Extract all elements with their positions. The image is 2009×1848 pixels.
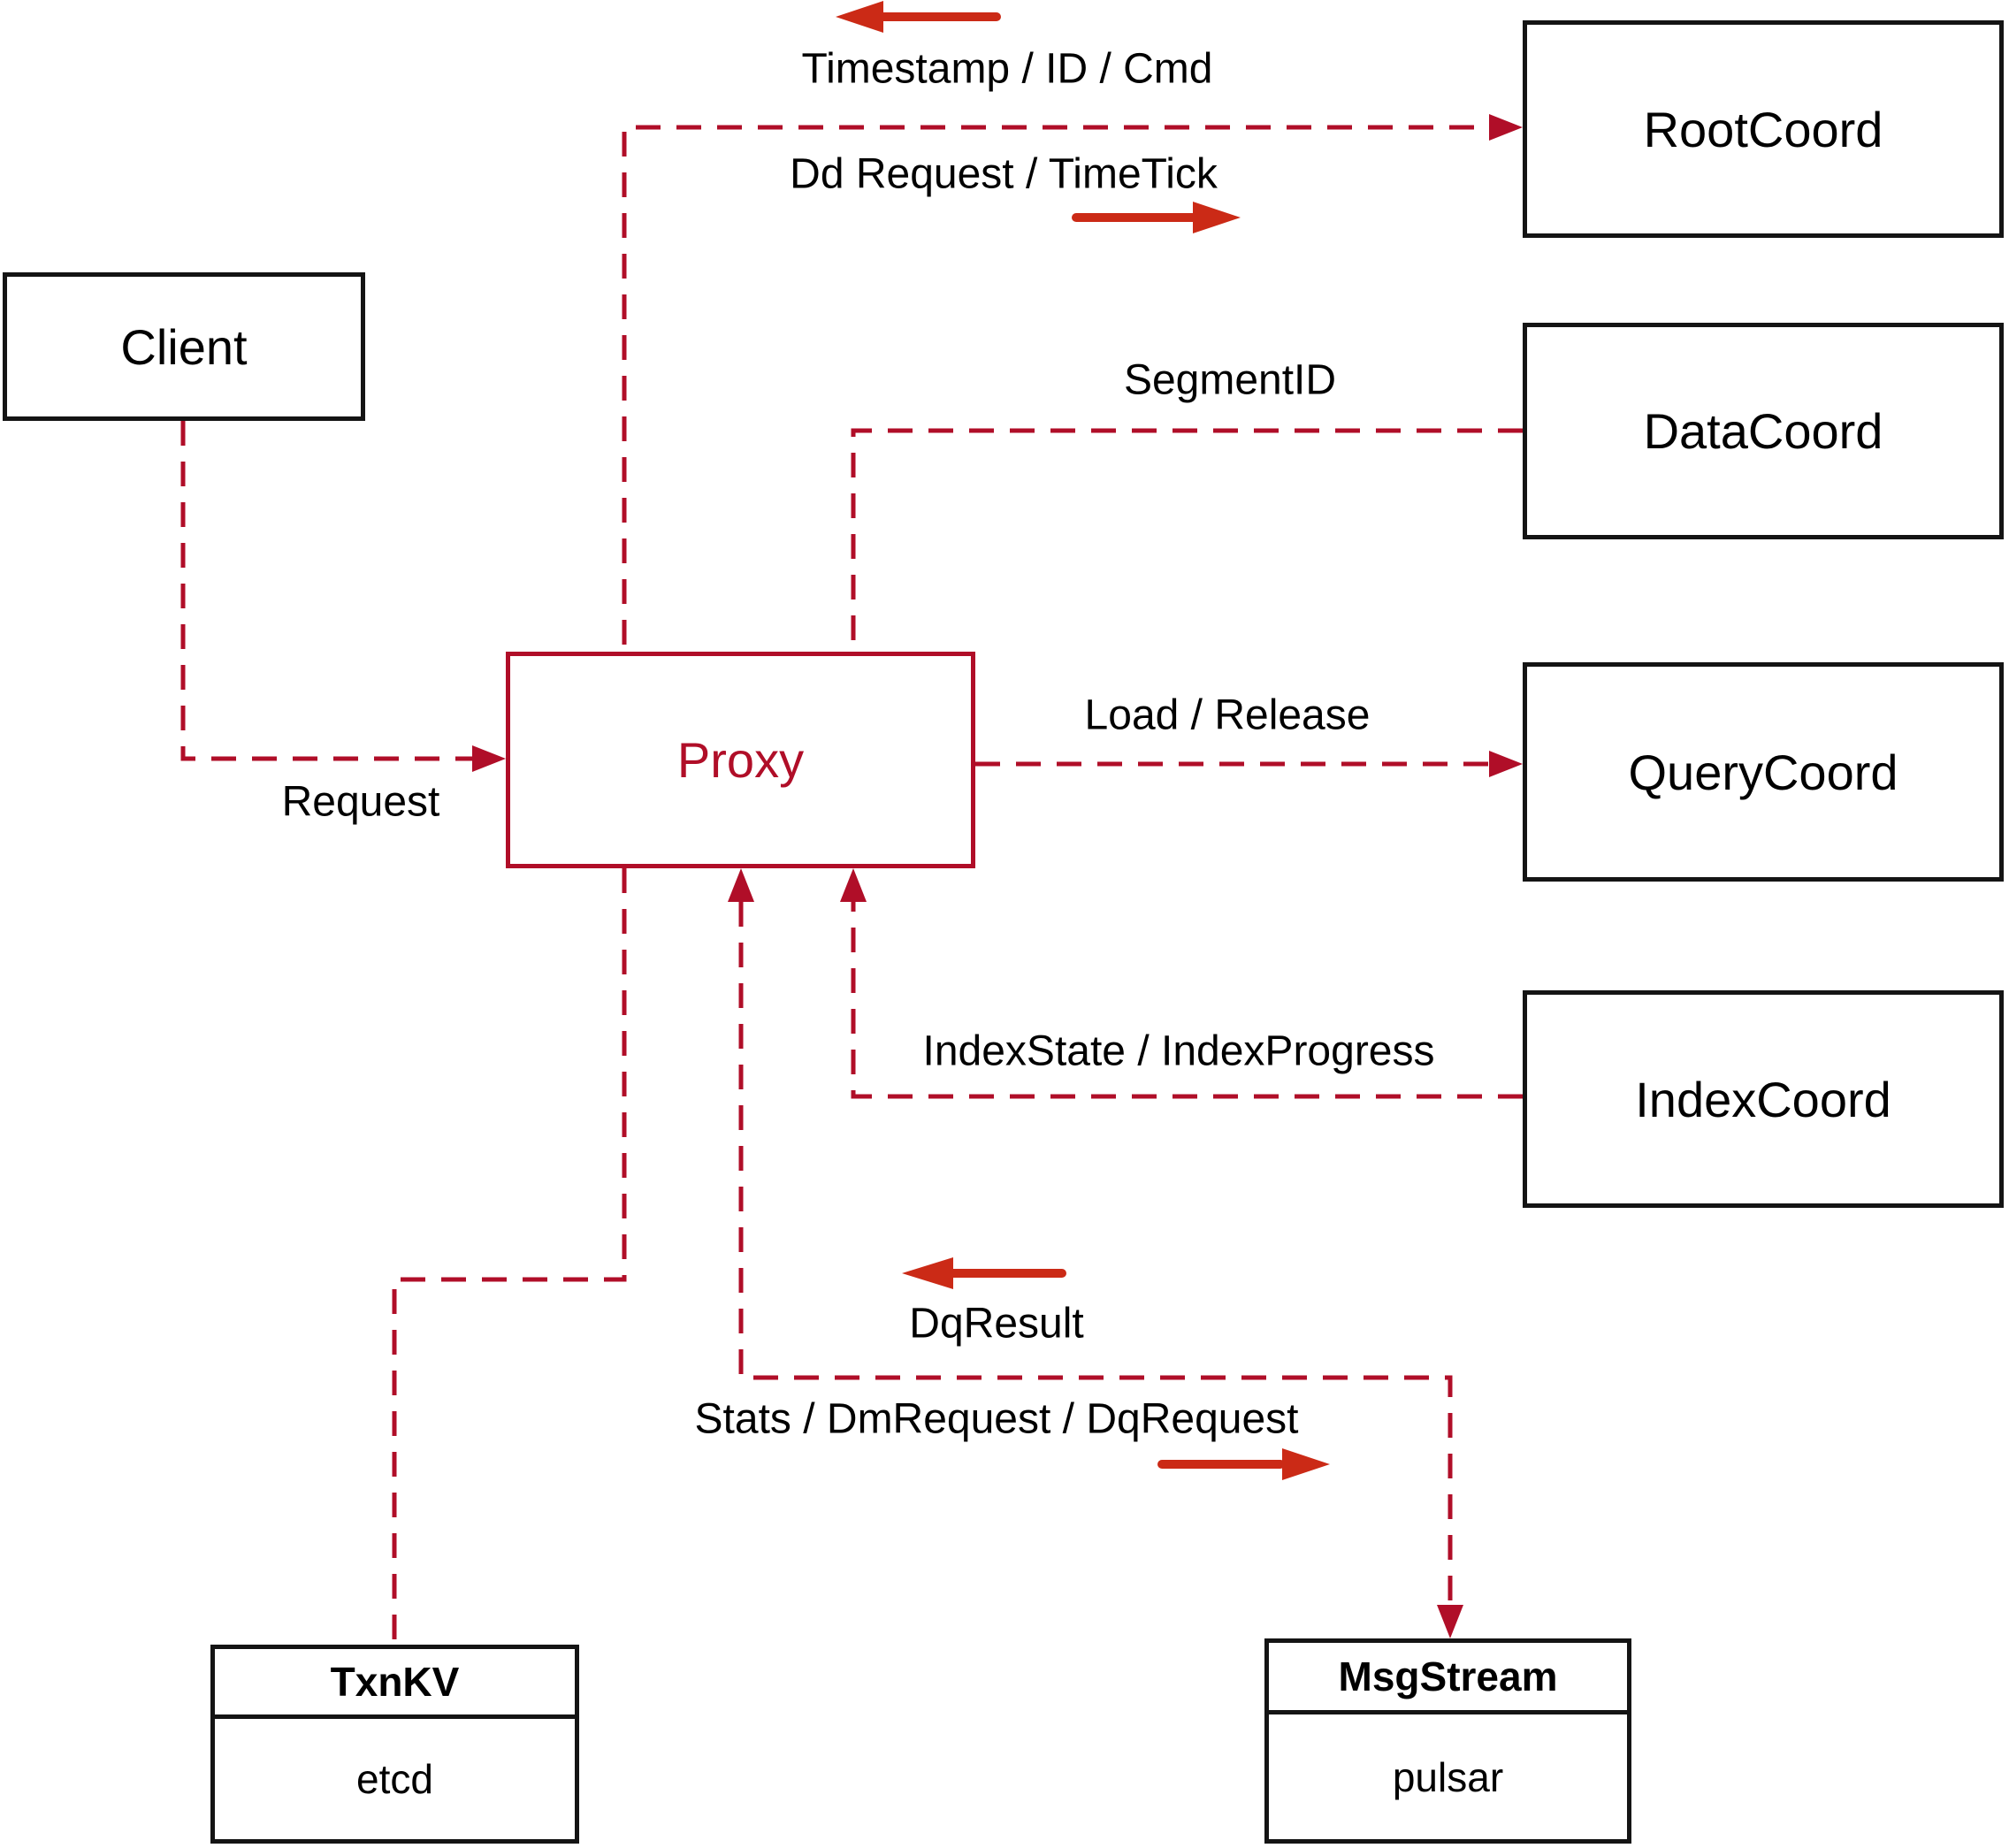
node-datacoord-label: DataCoord xyxy=(1643,403,1883,459)
node-txnkv-title: TxnKV xyxy=(215,1649,575,1719)
edge-label-timestamp-id-cmd: Timestamp / ID / Cmd xyxy=(801,45,1213,93)
arrowhead-into-proxy-bottom-msgstream xyxy=(728,868,754,902)
node-indexcoord-label: IndexCoord xyxy=(1635,1071,1891,1127)
edge-datacoord-proxy xyxy=(851,428,1523,685)
arrowhead-into-proxy-bottom-indexcoord xyxy=(840,868,867,902)
node-rootcoord-label: RootCoord xyxy=(1643,101,1883,157)
direction-arrow-left-timestamp-head xyxy=(836,1,883,33)
edge-proxy-msgstream xyxy=(738,902,1453,1605)
arrowhead-into-proxy-left xyxy=(472,745,506,772)
edge-proxy-txnkv xyxy=(392,868,627,1643)
node-client: Client xyxy=(3,272,365,421)
node-querycoord: QueryCoord xyxy=(1523,662,2004,882)
edge-indexcoord-proxy xyxy=(851,902,1523,1099)
node-txnkv-subtitle: etcd xyxy=(356,1756,433,1802)
edge-client-proxy xyxy=(180,421,472,761)
direction-arrow-right-ddrequest-head xyxy=(1193,202,1241,233)
edge-label-segment-id: SegmentID xyxy=(1123,356,1337,404)
edge-label-load-release: Load / Release xyxy=(1084,691,1371,739)
direction-arrow-right-stats-head xyxy=(1282,1448,1330,1480)
node-proxy-label: Proxy xyxy=(676,732,805,788)
node-client-label: Client xyxy=(120,318,248,375)
node-msgstream-subtitle: pulsar xyxy=(1392,1753,1504,1800)
arrowhead-into-querycoord xyxy=(1489,751,1523,777)
arrowhead-into-msgstream xyxy=(1437,1605,1463,1638)
direction-arrow-left-dqresult-head xyxy=(902,1257,953,1289)
node-msgstream: MsgStream pulsar xyxy=(1264,1638,1631,1844)
node-proxy: Proxy xyxy=(506,652,975,868)
node-rootcoord: RootCoord xyxy=(1523,20,2004,238)
node-datacoord: DataCoord xyxy=(1523,323,2004,539)
node-txnkv: TxnKV etcd xyxy=(210,1645,579,1844)
edge-label-stats-dm-dq: Stats / DmRequest / DqRequest xyxy=(694,1395,1299,1443)
edge-proxy-rootcoord xyxy=(622,125,1489,685)
node-querycoord-label: QueryCoord xyxy=(1628,744,1898,800)
node-indexcoord: IndexCoord xyxy=(1523,990,2004,1208)
edge-label-dq-result: DqResult xyxy=(909,1300,1084,1348)
edge-label-dd-request-timetick: Dd Request / TimeTick xyxy=(790,150,1218,198)
node-msgstream-title: MsgStream xyxy=(1269,1643,1627,1714)
edge-label-index-state: IndexState / IndexProgress xyxy=(922,1027,1435,1075)
arrowhead-into-rootcoord xyxy=(1489,114,1523,141)
edge-label-request: Request xyxy=(281,778,440,826)
